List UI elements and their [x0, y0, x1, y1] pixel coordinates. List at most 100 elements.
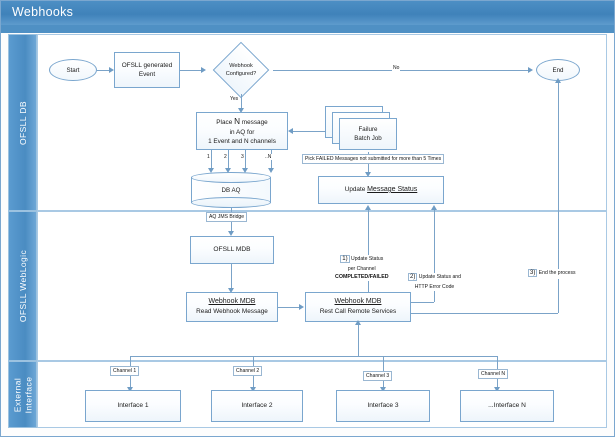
arrow-channel-3	[380, 387, 386, 392]
webhook-mdb-rest-title: Webhook MDB	[334, 298, 382, 306]
note-1-line3: COMPLETED/FAILED	[335, 273, 389, 280]
node-interface-1[interactable]: Interface 1	[85, 390, 181, 422]
edge-aq-n	[271, 150, 272, 171]
lane-header-ofsll-db: OFSLL DB	[8, 34, 37, 211]
node-end-label: End	[552, 66, 564, 74]
arrow-batch-to-place-msg	[288, 128, 293, 134]
node-start-label: Start	[66, 66, 80, 74]
arrow-aq-3	[242, 168, 248, 173]
node-ofsll-generated-event[interactable]: OFSLL generated Event	[114, 52, 180, 88]
arrow-aq-1	[208, 168, 214, 173]
node-interface-3[interactable]: Interface 3	[336, 390, 430, 422]
node-failure-batch-job[interactable]: Failure Batch Job	[325, 106, 401, 152]
batch-job-text: Failure Batch Job	[339, 118, 397, 150]
edge-rest-to-fanout	[358, 322, 359, 356]
node-webhook-mdb-rest[interactable]: Webhook MDB Rest Call Remote Services	[305, 292, 411, 322]
edge-aq-3	[245, 150, 246, 171]
webhook-mdb-read-subtitle: Read Webhook Message	[196, 308, 268, 316]
note-2-line2: HTTP Error Code	[414, 283, 455, 290]
interface-1-label: Interface 1	[117, 402, 149, 410]
batch-job-sheet-front	[339, 118, 397, 150]
edge-event-to-decision	[180, 70, 203, 71]
edge-rest-to-end-v	[558, 82, 559, 313]
note-batch-pick: Pick FAILED Messages not submitted for m…	[302, 154, 445, 164]
note-3-num: 3)	[528, 269, 538, 277]
node-webhook-mdb-read[interactable]: Webhook MDB Read Webhook Message	[186, 292, 278, 322]
interface-n-label: ...Interface N	[488, 402, 526, 410]
edge-label-aq-1: 1	[206, 154, 211, 160]
decision-line1: Webhook	[229, 62, 253, 69]
edge-label-channel-n: Channel N	[478, 369, 509, 379]
arrow-ofsll-mdb-to-webhook-read	[228, 288, 234, 293]
db-aq-bottom	[191, 197, 271, 208]
interface-2-label: Interface 2	[241, 402, 273, 410]
note-1-num: 1)	[340, 255, 350, 263]
note-2-line1: Update Status and	[417, 274, 461, 280]
edge-rest-to-end-h	[411, 313, 558, 314]
node-event-line2: Event	[138, 71, 156, 78]
note-1-line1: Update Status	[349, 256, 384, 262]
lane-label-ofsll-weblogic: OFSLL WebLogic	[17, 249, 28, 323]
db-aq-top	[191, 172, 271, 183]
edge-start-to-event	[97, 70, 111, 71]
edge-label-yes: Yes	[229, 96, 240, 102]
node-update-message-status[interactable]: Update Message Status	[318, 176, 444, 204]
node-interface-2[interactable]: Interface 2	[211, 390, 303, 422]
arrow-rest-to-update-status-1	[365, 205, 371, 210]
node-place-n-message[interactable]: Place N message in AQ for 1 Event and N …	[196, 112, 288, 150]
arrow-aq-n	[268, 168, 274, 173]
place-msg-line3: 1 Event and N channels	[208, 137, 276, 145]
arrow-fanout-to-rest	[355, 320, 361, 325]
edge-label-aq-jms-bridge: AQ JMS Bridge	[206, 212, 248, 222]
db-aq-text: DB AQ	[221, 186, 241, 194]
edge-aq-1	[211, 150, 212, 171]
webhook-mdb-rest-subtitle: Rest Call Remote Services	[319, 308, 397, 316]
note-1-update-status-per-channel: 1) Update Status per Channel COMPLETED/F…	[335, 255, 389, 282]
arrow-channel-2	[250, 387, 256, 392]
arrow-rest-to-update-status-2	[431, 205, 437, 210]
title-strip	[1, 25, 614, 33]
update-status-text: Update Message Status	[344, 185, 418, 193]
arrow-decision-no	[528, 67, 533, 73]
webhook-mdb-read-title: Webhook MDB	[208, 298, 256, 306]
place-msg-line1: Place N message	[216, 116, 268, 126]
node-ofsll-mdb[interactable]: OFSLL MDB	[190, 236, 274, 264]
batch-job-line1: Failure	[358, 125, 378, 133]
edge-label-no: No	[392, 65, 401, 71]
edge-label-channel-1: Channel 1	[110, 366, 140, 376]
edge-fanout-bus	[130, 356, 497, 357]
node-event-line1: OFSLL generated	[121, 61, 173, 69]
arrow-start-to-event	[109, 67, 114, 73]
edge-decision-no	[273, 70, 530, 71]
ofsll-mdb-label: OFSLL MDB	[213, 246, 251, 254]
edge-label-channel-2: Channel 2	[233, 366, 263, 376]
note-2-num: 2)	[408, 273, 418, 281]
node-start[interactable]: Start	[49, 59, 97, 81]
arrow-batch-to-update-status	[365, 172, 371, 177]
edge-label-channel-3: Channel 3	[363, 371, 393, 381]
place-msg-line2: in AQ for	[229, 128, 255, 136]
decision-text: Webhook Configured?	[209, 46, 273, 94]
edge-webhook-read-to-rest	[278, 307, 301, 308]
title-bar: Webhooks	[1, 1, 614, 25]
arrow-channel-1	[127, 387, 133, 392]
arrow-rest-to-end	[555, 78, 561, 83]
node-webhook-configured-decision[interactable]: Webhook Configured?	[209, 41, 273, 99]
edge-label-aq-2: 2	[223, 154, 228, 160]
lane-header-ofsll-weblogic: OFSLL WebLogic	[8, 211, 37, 361]
edge-label-aq-n: ..N	[264, 154, 273, 160]
node-interface-n[interactable]: ...Interface N	[460, 390, 554, 422]
arrow-decision-yes	[238, 108, 244, 113]
lane-body-ofsll-weblogic	[37, 211, 607, 361]
note-2-update-status-http: 2) Update Status and HTTP Error Code	[408, 273, 461, 291]
edge-rest-to-update-status-2-h	[411, 302, 434, 303]
edge-rest-to-update-status-2-v	[434, 210, 435, 302]
lane-label-ofsll-db: OFSLL DB	[17, 100, 28, 145]
batch-job-line2: Batch Job	[354, 135, 382, 142]
arrow-dbaq-to-ofsll-mdb	[228, 231, 234, 236]
arrow-webhook-read-to-rest	[299, 304, 304, 310]
node-db-aq[interactable]: DB AQ	[191, 172, 271, 208]
interface-3-label: Interface 3	[367, 402, 399, 410]
edge-decision-yes	[241, 94, 242, 111]
